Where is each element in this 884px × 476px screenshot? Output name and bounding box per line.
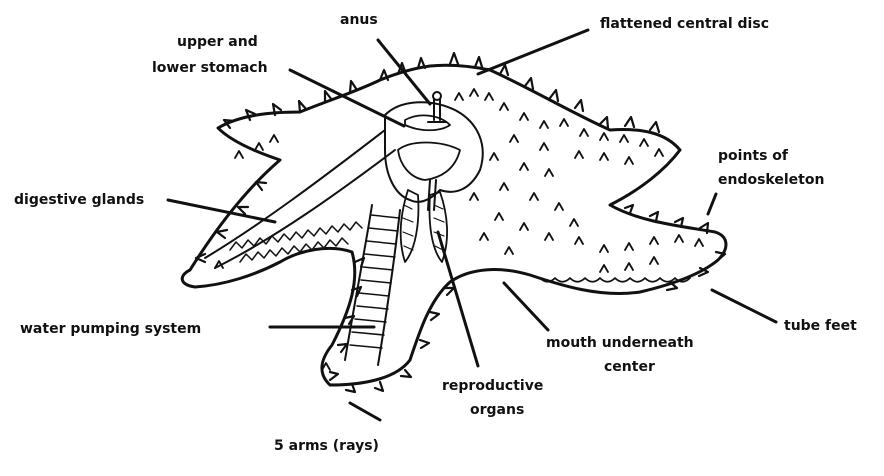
label-flattened-central-disc: flattened central disc	[600, 16, 769, 32]
leader-central-disc	[478, 30, 588, 74]
spiny-edge-left-arm	[196, 81, 357, 262]
leader-reproductive	[438, 232, 478, 366]
digestive-glands-zigzag	[230, 222, 362, 250]
label-reproductive-line2: organs	[470, 402, 524, 418]
left-arm-channel	[205, 130, 395, 268]
leader-arms	[350, 403, 380, 420]
reproductive-texture	[403, 205, 444, 250]
label-stomach-line2: lower stomach	[152, 60, 268, 76]
label-water-pumping-system: water pumping system	[20, 321, 201, 337]
label-arms: 5 arms (rays)	[274, 438, 379, 454]
lower-stomach	[398, 143, 460, 181]
leader-endoskeleton	[708, 194, 716, 214]
label-digestive-glands: digestive glands	[14, 192, 144, 208]
tube-feet-row	[540, 278, 690, 282]
label-reproductive-line1: reproductive	[442, 378, 543, 394]
label-stomach-line1: upper and	[177, 34, 258, 50]
leader-lines	[168, 30, 776, 420]
leader-digestive-glands	[168, 200, 275, 222]
leader-tube-feet	[712, 290, 776, 322]
label-mouth-line1: mouth underneath	[546, 335, 694, 351]
leader-mouth	[504, 283, 548, 330]
label-mouth-line2: center	[604, 359, 655, 375]
digestive-glands-zigzag-2	[240, 238, 348, 262]
label-endoskeleton-line1: points of	[718, 148, 789, 164]
internal-organs	[205, 92, 690, 365]
label-endoskeleton-line2: endoskeleton	[718, 172, 824, 188]
label-anus: anus	[340, 12, 378, 28]
anus-opening	[433, 92, 441, 100]
label-tube-feet: tube feet	[784, 318, 857, 334]
